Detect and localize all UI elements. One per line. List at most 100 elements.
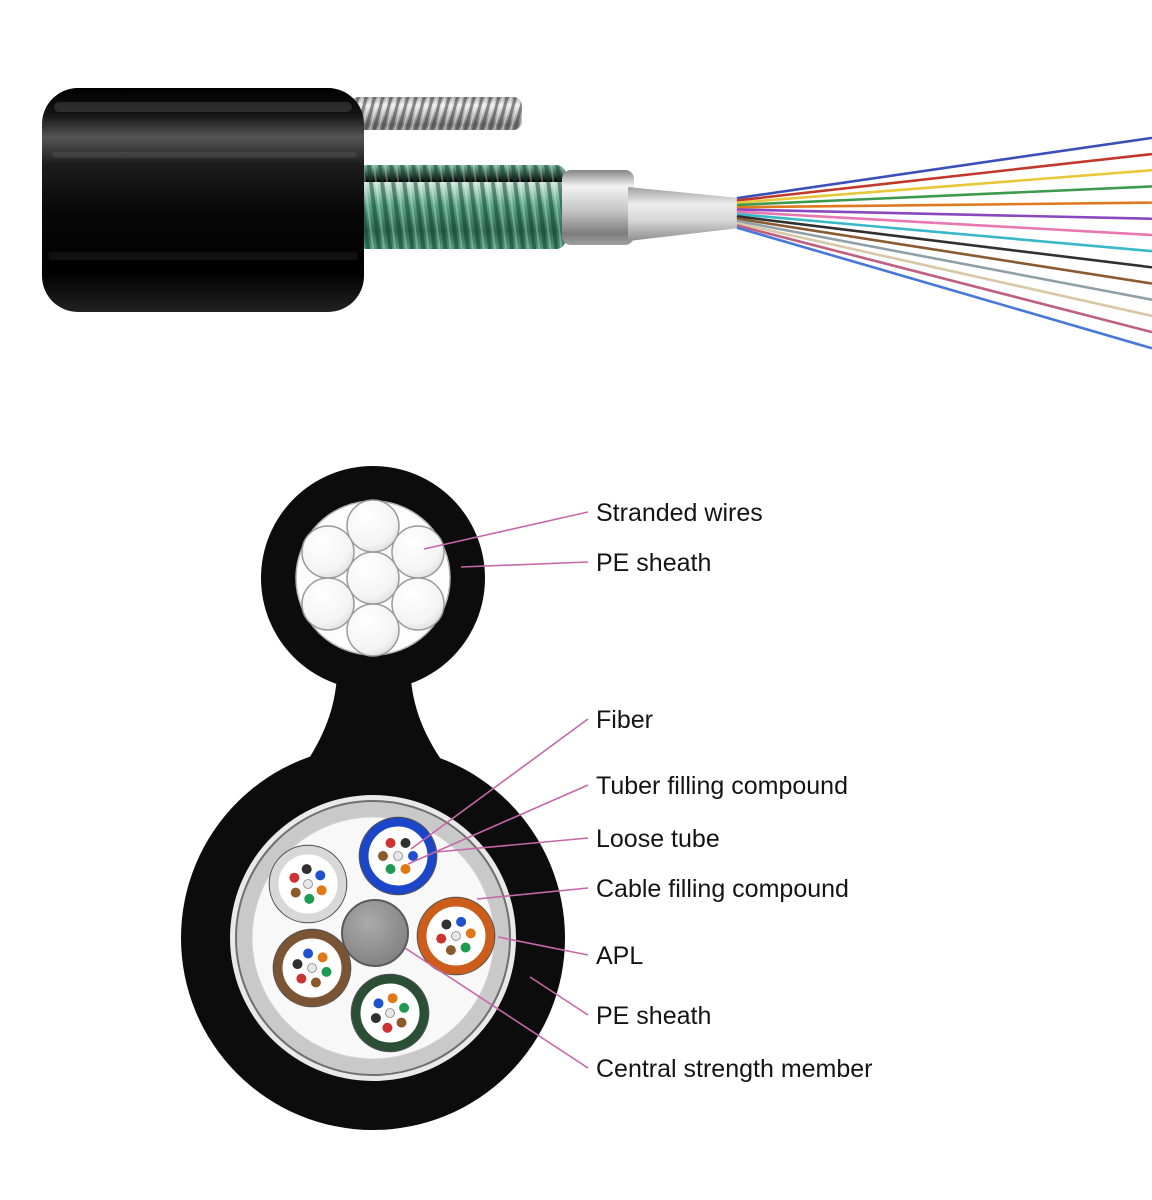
fiber-dot bbox=[370, 1013, 381, 1024]
loose-tube-blue bbox=[358, 816, 438, 896]
tube-center-dot bbox=[393, 851, 403, 861]
leader-apl bbox=[497, 936, 589, 956]
tube-outline bbox=[272, 928, 352, 1008]
fiber-dot bbox=[408, 851, 418, 861]
fiber-dot bbox=[304, 893, 315, 904]
label-fiber: Fiber bbox=[596, 706, 653, 734]
armor-green bbox=[356, 165, 566, 249]
label-pe-sheath-top: PE sheath bbox=[596, 549, 711, 577]
fiber-dot bbox=[296, 973, 307, 984]
fiber-dot bbox=[460, 942, 471, 953]
sheath-highlight bbox=[54, 102, 352, 112]
fiber-dot bbox=[385, 864, 396, 874]
leader-pe-sheath-top bbox=[460, 561, 589, 568]
strand-wire bbox=[346, 499, 400, 553]
fiber-dot bbox=[310, 977, 321, 988]
fiber-dot bbox=[456, 916, 467, 927]
loose-tubes bbox=[268, 816, 496, 1053]
leader-central-strength-member bbox=[404, 947, 589, 1069]
metal-collar bbox=[562, 170, 634, 245]
fiber-dot bbox=[445, 945, 456, 956]
label-stranded-wires: Stranded wires bbox=[596, 499, 763, 527]
fiber-dot bbox=[303, 948, 314, 959]
loose-tube-brown bbox=[272, 928, 352, 1008]
messenger-wire bbox=[350, 97, 522, 130]
fiber-strand bbox=[736, 215, 1152, 269]
label-cable-filling-compound: Cable filling compound bbox=[596, 875, 849, 903]
fiber-dot bbox=[321, 966, 332, 977]
tube-center-dot bbox=[303, 879, 313, 889]
leader-loose-tube bbox=[435, 837, 589, 853]
fiber-dot bbox=[289, 872, 300, 883]
strand-wire bbox=[346, 603, 400, 657]
fiber-strand bbox=[736, 210, 1152, 237]
tube-center-dot bbox=[451, 931, 461, 941]
tube-outline bbox=[358, 816, 438, 896]
fiber-strand bbox=[736, 222, 1152, 317]
fiber-dot bbox=[292, 959, 303, 970]
fiber-dot bbox=[315, 870, 326, 881]
buffer-tube bbox=[628, 187, 740, 241]
fiber-dot bbox=[465, 928, 476, 939]
fiber-strand bbox=[736, 136, 1152, 200]
fiber-fan bbox=[736, 136, 1152, 350]
leader-fiber bbox=[410, 718, 589, 850]
fiber-strand bbox=[736, 219, 1152, 301]
label-loose-tube: Loose tube bbox=[596, 825, 720, 853]
tube-outline bbox=[416, 896, 496, 976]
fiber-dot bbox=[316, 885, 327, 896]
fiber-dot bbox=[396, 1017, 407, 1028]
fiber-dot bbox=[382, 1022, 393, 1033]
label-tuber-filling-compound: Tuber filling compound bbox=[596, 772, 848, 800]
label-pe-sheath-bottom: PE sheath bbox=[596, 1002, 711, 1030]
messenger-wire-threads bbox=[350, 97, 522, 130]
cross-section bbox=[181, 466, 565, 1130]
loose-tube-orange bbox=[416, 896, 496, 976]
fiber-strand bbox=[736, 152, 1152, 202]
labels: Stranded wires PE sheath Fiber Tuber fil… bbox=[596, 499, 873, 1083]
fiber-dot bbox=[399, 1002, 410, 1013]
fiber-dot bbox=[400, 838, 411, 848]
cable-sheath bbox=[42, 88, 364, 312]
leader-stranded-wires bbox=[423, 511, 589, 550]
fiber-dot bbox=[441, 919, 452, 930]
stranded-wires bbox=[301, 499, 445, 657]
fiber-strand bbox=[736, 226, 1152, 350]
tube-outline bbox=[350, 973, 430, 1053]
sheath-highlight bbox=[48, 252, 358, 260]
label-apl: APL bbox=[596, 942, 643, 970]
armor-corrugation bbox=[356, 165, 566, 249]
strand-wire bbox=[301, 577, 355, 631]
sheath-highlight bbox=[52, 152, 357, 158]
strand-wire bbox=[391, 525, 445, 579]
fiber-strand bbox=[736, 212, 1152, 253]
fiber-strand bbox=[736, 201, 1152, 209]
tube-outline bbox=[268, 844, 348, 924]
fiber-strand bbox=[736, 224, 1152, 334]
leader-pe-sheath-bottom bbox=[529, 976, 589, 1016]
loose-tube-white bbox=[268, 844, 348, 924]
fiber-dot bbox=[290, 887, 301, 898]
fiber-dot bbox=[400, 864, 411, 874]
tube-center-dot bbox=[307, 963, 317, 973]
tube-center-dot bbox=[385, 1008, 395, 1018]
fiber-strand bbox=[736, 217, 1152, 285]
fiber-dot bbox=[378, 851, 388, 861]
fiber-strand bbox=[736, 169, 1152, 204]
fiber-dot bbox=[387, 993, 398, 1004]
fiber-dot bbox=[301, 864, 312, 875]
strand-wire bbox=[391, 577, 445, 631]
central-strength-member bbox=[341, 899, 409, 967]
label-central-strength-member: Central strength member bbox=[596, 1055, 873, 1083]
leader-lines bbox=[404, 511, 589, 1069]
fiber-strand bbox=[736, 208, 1152, 221]
cable-photo bbox=[42, 88, 1152, 350]
fiber-dot bbox=[317, 952, 328, 963]
fiber-strand bbox=[736, 185, 1152, 207]
strand-wire bbox=[301, 525, 355, 579]
fiber-dot bbox=[385, 838, 396, 848]
loose-tube-green bbox=[350, 973, 430, 1053]
leader-tuber-filling-compound bbox=[407, 784, 589, 865]
